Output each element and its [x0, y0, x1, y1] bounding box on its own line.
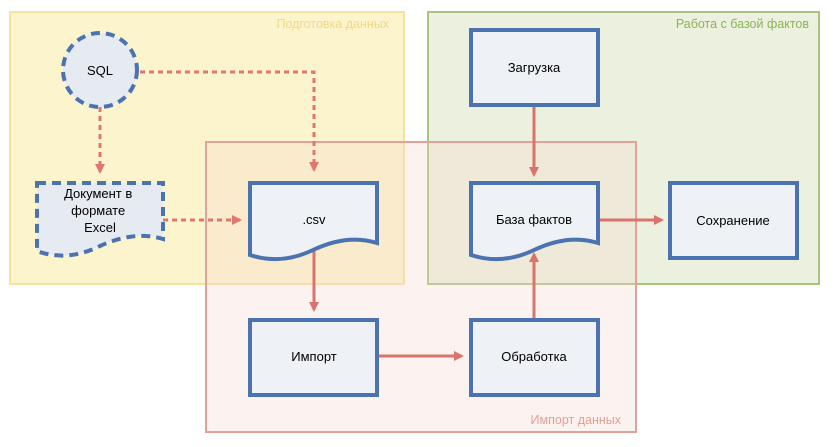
node-load: Загрузка — [469, 28, 600, 107]
node-import: Импорт — [248, 318, 379, 397]
sql-to-csv-arrow — [140, 70, 319, 172]
node-save-label: Сохранение — [696, 213, 770, 228]
node-excel-doc-line1: Документ в — [64, 186, 132, 201]
node-excel-doc: Документ в формате Excel — [35, 181, 165, 258]
group-fact-base-title: Работа с базой фактов — [676, 17, 810, 31]
dashed-connectors — [95, 70, 319, 225]
node-load-label: Загрузка — [508, 60, 561, 75]
group-data-prep-title: Подготовка данных — [276, 17, 389, 31]
excel-document-icon — [35, 181, 165, 258]
node-csv: .csv — [248, 181, 379, 262]
node-save: Сохранение — [668, 181, 799, 260]
node-sql: SQL — [61, 31, 139, 109]
fact-base-document-icon — [469, 181, 600, 262]
node-excel-doc-label: Документ в формате Excel — [64, 186, 136, 235]
database-circle-icon — [61, 31, 139, 109]
node-load-box — [469, 28, 600, 107]
group-import-title: Импорт данных — [531, 413, 622, 427]
node-processing-label: Обработка — [501, 349, 567, 364]
node-sql-label: SQL — [87, 63, 113, 78]
node-processing-box — [469, 318, 600, 397]
node-processing: Обработка — [469, 318, 600, 397]
node-excel-doc-line3: Excel — [84, 220, 116, 235]
node-import-box — [248, 318, 379, 397]
node-import-label: Импорт — [291, 349, 336, 364]
node-excel-doc-line2: формате — [71, 203, 125, 218]
csv-document-icon — [248, 181, 379, 262]
node-fact-base-label: База фактов — [496, 212, 572, 227]
node-save-box — [668, 181, 799, 260]
node-csv-label: .csv — [302, 212, 326, 227]
solid-connectors — [309, 105, 664, 361]
node-fact-base: База фактов — [469, 181, 600, 262]
